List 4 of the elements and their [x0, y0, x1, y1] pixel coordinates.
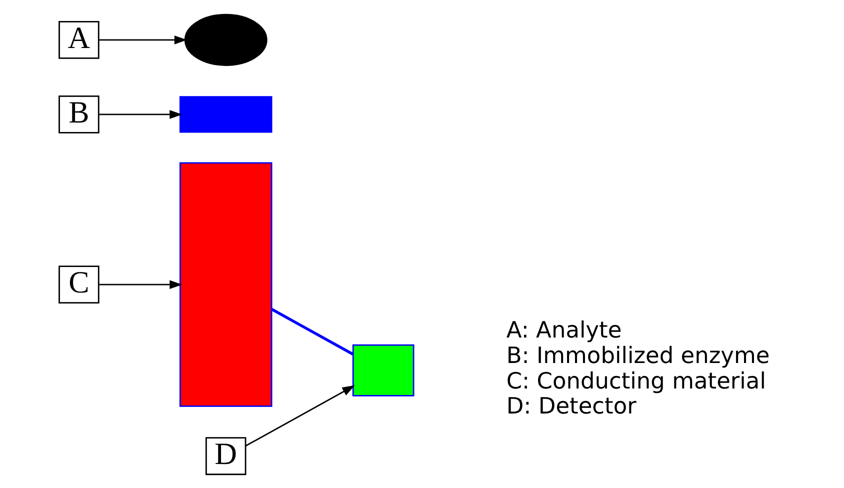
- label: D: Detector: [506, 393, 636, 420]
- label: A: Analyte: [506, 317, 622, 344]
- label: C: Conducting material: [506, 368, 766, 394]
- label: B: Immobilized enzyme: [506, 342, 770, 369]
